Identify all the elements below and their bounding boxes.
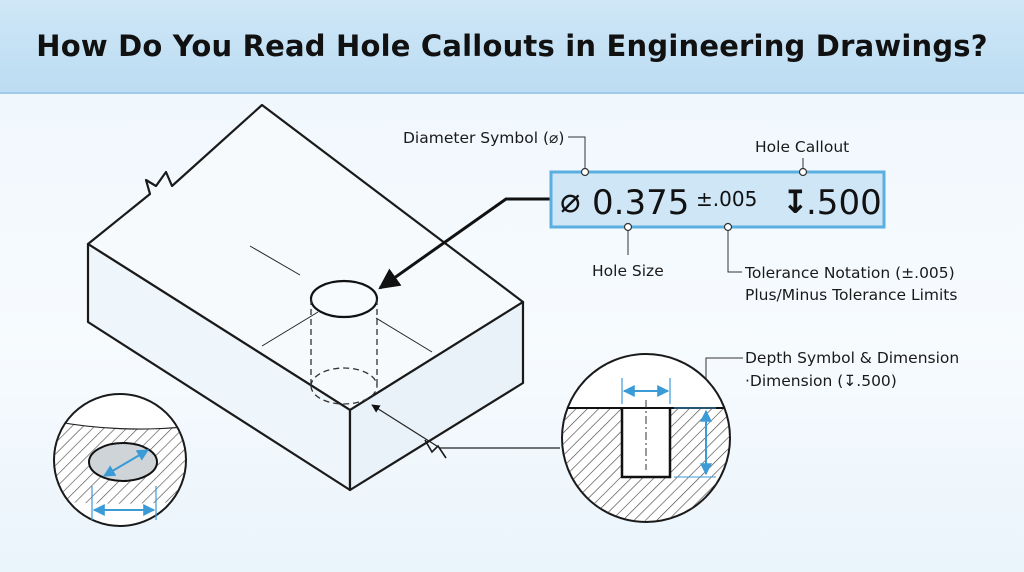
label-tolerance-line2: Plus/Minus Tolerance Limits — [745, 286, 957, 304]
page-title: How Do You Read Hole Callouts in Enginee… — [36, 29, 988, 63]
hole-callout-box — [549, 170, 886, 229]
callout-label-dots — [580, 167, 808, 232]
detail-hole-ellipse — [88, 442, 158, 482]
depth-value: .500 — [806, 183, 882, 223]
section-leader-arrow — [371, 404, 560, 449]
tolerance-value: ±.005 — [696, 187, 757, 211]
hole-centerlines — [249, 245, 433, 353]
label-tolerance-line1: Tolerance Notation (±.005) — [744, 264, 955, 282]
detail-diameter-arrow — [102, 449, 150, 477]
isometric-block — [86, 103, 525, 492]
depth-symbol-glyph: ↧ — [782, 183, 809, 221]
hole-top-ellipse — [309, 279, 379, 319]
diameter-symbol-glyph: ⌀ — [560, 181, 580, 221]
hole-callout-text: ⌀ 0.375 ±.005 ↧ .500 — [560, 181, 882, 223]
block-right-face — [348, 300, 525, 492]
label-diameter-symbol: Diameter Symbol (⌀) — [403, 129, 564, 147]
hole-size-value: 0.375 — [592, 183, 689, 223]
label-depth-line2: ·Dimension (↧.500) — [745, 372, 897, 390]
label-hole-callout: Hole Callout — [755, 138, 849, 156]
callout-leader-arrow — [378, 197, 551, 290]
diameter-detail-view — [53, 393, 187, 527]
depth-section-view — [561, 353, 731, 523]
label-depth-line1: Depth Symbol & Dimension — [745, 349, 959, 367]
hole-hidden-lines — [310, 299, 378, 405]
section-hole-profile — [620, 408, 672, 479]
title-banner: How Do You Read Hole Callouts in Enginee… — [0, 0, 1024, 94]
block-break-mark — [424, 439, 447, 459]
label-hole-size: Hole Size — [592, 262, 664, 280]
